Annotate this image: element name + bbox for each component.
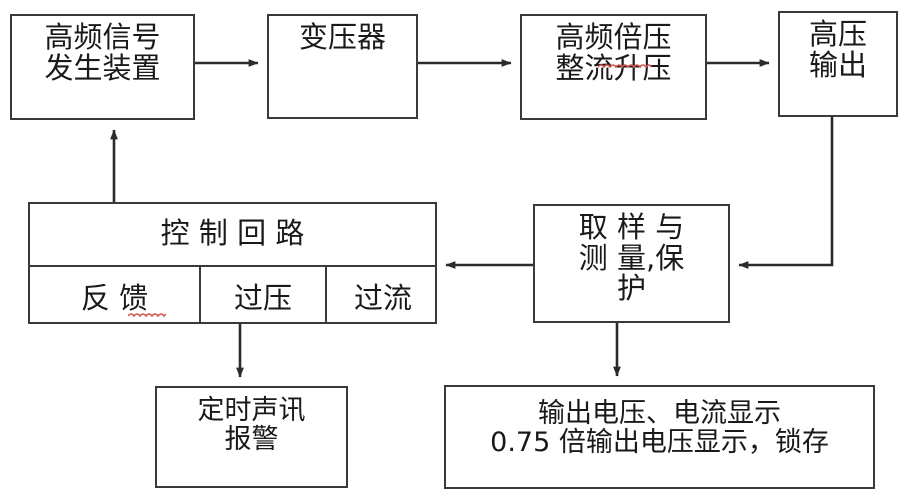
block-line: 输出电压、电流显示 [538, 398, 781, 429]
block-line: 报警 [224, 423, 279, 455]
cell-feedback[interactable]: 反 馈 [80, 280, 149, 315]
block-output-display[interactable]: 输出电压、电流显示 0.75 倍输出电压显示，锁存 [444, 385, 875, 489]
block-line: 0.75 倍输出电压显示，锁存 [490, 426, 829, 458]
block-line: 变压器 [298, 20, 386, 54]
block-sampling-measure-protect[interactable]: 取 样 与 测 量,保 护 [533, 204, 730, 323]
block-line: 测 量,保 [578, 240, 685, 275]
block-line: 取 样 与 [578, 210, 685, 244]
block-line: 高频信号 [44, 20, 161, 54]
block-line: 整流升压 [555, 50, 672, 85]
block-transformer[interactable]: 变压器 [267, 14, 418, 119]
block-timed-audio-alarm[interactable]: 定时声讯 报警 [155, 386, 348, 488]
control-loop-header: 控 制 回 路 [160, 216, 305, 251]
block-line-clipped: 护 [616, 271, 646, 306]
block-line: 定时声讯 [197, 395, 306, 426]
block-hv-output[interactable]: 高压 输出 [778, 11, 898, 117]
block-hf-signal-generator[interactable]: 高频信号 发生装置 [10, 14, 195, 120]
block-control-loop[interactable]: 控 制 回 路 反 馈 过压 过流 [28, 202, 437, 324]
block-line: 输出 [808, 47, 867, 82]
control-loop-cells: 反 馈 过压 过流 [30, 265, 435, 324]
cell-overcurrent[interactable]: 过流 [325, 267, 439, 324]
connector-hvout-to-sampling [738, 117, 834, 269]
cell-overvoltage[interactable]: 过压 [199, 267, 325, 324]
block-line: 高压 [808, 17, 867, 51]
block-line: 发生装置 [44, 50, 161, 85]
block-hf-voltage-multiplier[interactable]: 高频倍压 整流升压 [520, 14, 707, 120]
block-line: 高频倍压 [555, 20, 672, 54]
